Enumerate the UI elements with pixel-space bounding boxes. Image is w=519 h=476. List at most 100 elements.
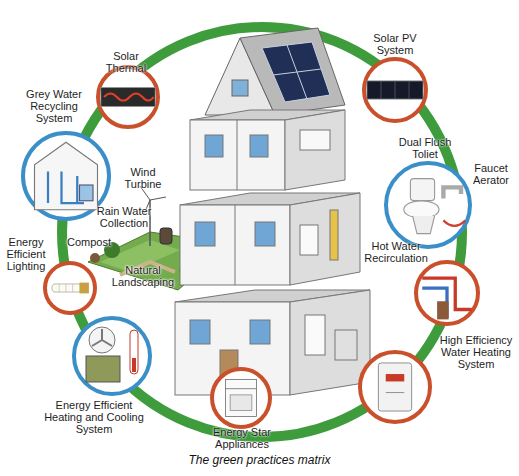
practice-label: Faucet Aerator [466, 162, 516, 186]
practice-label: Energy Efficient Heating and Cooling Sys… [40, 399, 148, 435]
middle-floor-part [290, 193, 360, 285]
practice-label: High Efficiency Water Heating System [434, 334, 518, 370]
practice-icon-part [59, 284, 72, 292]
practice-icon-part [386, 392, 405, 393]
practice-circle: Dual Flush TolietFaucet Aerator [384, 161, 472, 249]
practice-label: Hot Water Recirculation [358, 240, 434, 264]
ground-floor [175, 290, 370, 395]
practice-icon-part [380, 81, 381, 99]
feature-label: Compost [66, 236, 112, 248]
practice-icon [367, 81, 423, 99]
practice-icon-part [404, 201, 439, 219]
practice-circle: High Efficiency Water Heating System [358, 350, 432, 424]
practice-icon-part [395, 81, 396, 99]
feature-label: Natural Landscaping [108, 264, 178, 288]
practice-icon-part [386, 374, 405, 381]
practice-circle: Energy Star Appliances [210, 367, 272, 429]
practice-circle: Energy Efficient Lighting [43, 261, 97, 315]
feature-label: Wind Turbine [118, 166, 168, 190]
house-roof-part [273, 69, 321, 75]
practice-label: Dual Flush Toliet [392, 136, 458, 160]
practice-icon [226, 379, 257, 416]
circle-border [416, 262, 478, 324]
middle-floor-part [330, 210, 338, 260]
circle-outline [72, 316, 152, 396]
circle-outline [210, 367, 272, 429]
practice-icon [86, 327, 138, 382]
practice-icon [101, 87, 155, 106]
house-roof-part [240, 28, 345, 115]
practice-icon [35, 142, 98, 210]
figure-caption: The green practices matrix [0, 453, 519, 467]
practice-icon-part [86, 356, 120, 382]
practice-icon-part [378, 363, 411, 411]
circle-outline [384, 161, 472, 249]
practice-circle: Energy Efficient Heating and Cooling Sys… [72, 316, 152, 396]
circle-border [23, 133, 109, 219]
middle-floor-part [255, 222, 275, 246]
middle-floor-part [180, 205, 290, 285]
practice-icon-part [226, 388, 257, 389]
ground-floor-part [335, 330, 357, 360]
practice-circle: Solar Thermal [96, 65, 160, 129]
circle-border [45, 263, 95, 313]
practice-label: Energy Star Appliances [203, 426, 281, 450]
top-floor [190, 110, 345, 190]
middle-floor-part [300, 225, 318, 255]
ground-floor-part [290, 290, 370, 395]
feature-label: Rain Water Collection [92, 205, 156, 229]
circle-outline [358, 350, 432, 424]
practice-icon [378, 363, 411, 411]
house-roof-part [232, 80, 248, 96]
practice-icon-part [367, 81, 423, 99]
ground-floor-part [190, 320, 210, 344]
practice-icon-part [92, 329, 112, 346]
practice-icon-part [52, 284, 82, 292]
practice-icon-part [130, 330, 138, 374]
practice-icon-part [443, 187, 461, 198]
garden-part [90, 253, 100, 263]
practice-icon-part [89, 327, 115, 353]
practice-icon-part [48, 172, 84, 204]
practice-icon-part [413, 216, 435, 234]
top-floor-part [190, 120, 285, 190]
top-floor-part [300, 130, 330, 150]
circle-outline [414, 260, 480, 326]
practice-circle: Solar PV System [362, 57, 428, 123]
practice-icon-part [437, 301, 449, 319]
practice-icon [422, 278, 472, 319]
practice-icon-part [443, 220, 465, 226]
top-floor-part [285, 110, 345, 190]
wind-turbine-part [150, 197, 166, 200]
top-floor-part [250, 135, 268, 157]
practice-label: Solar Thermal [98, 50, 154, 74]
practice-icon-part [226, 379, 257, 416]
practice-icon [404, 179, 466, 234]
circle-border [98, 67, 158, 127]
practice-icon-part [230, 395, 252, 411]
practice-circle: Hot Water Recirculation [414, 260, 480, 326]
practice-label: Grey Water Recycling System [14, 88, 94, 124]
circle-outline [43, 261, 97, 315]
circle-border [386, 163, 470, 247]
circle-outline [362, 57, 428, 123]
house-roof [205, 28, 345, 115]
practice-icon [52, 283, 89, 294]
practice-icon-part [132, 358, 136, 372]
top-floor-part [205, 135, 223, 157]
garden-part [160, 228, 172, 244]
circle-border [74, 318, 150, 394]
practice-icon-part [409, 81, 410, 99]
circle-outline [96, 65, 160, 129]
practice-icon-part [104, 93, 154, 100]
practice-icon-part [35, 142, 98, 210]
practice-icon-part [410, 179, 434, 201]
top-floor-part [237, 120, 238, 190]
middle-floor-part [195, 222, 215, 246]
house-roof-part [262, 42, 330, 102]
practice-label: Solar PV System [362, 32, 428, 56]
middle-floor [180, 193, 360, 285]
ground-floor-part [305, 315, 325, 355]
practice-icon-part [101, 87, 155, 106]
